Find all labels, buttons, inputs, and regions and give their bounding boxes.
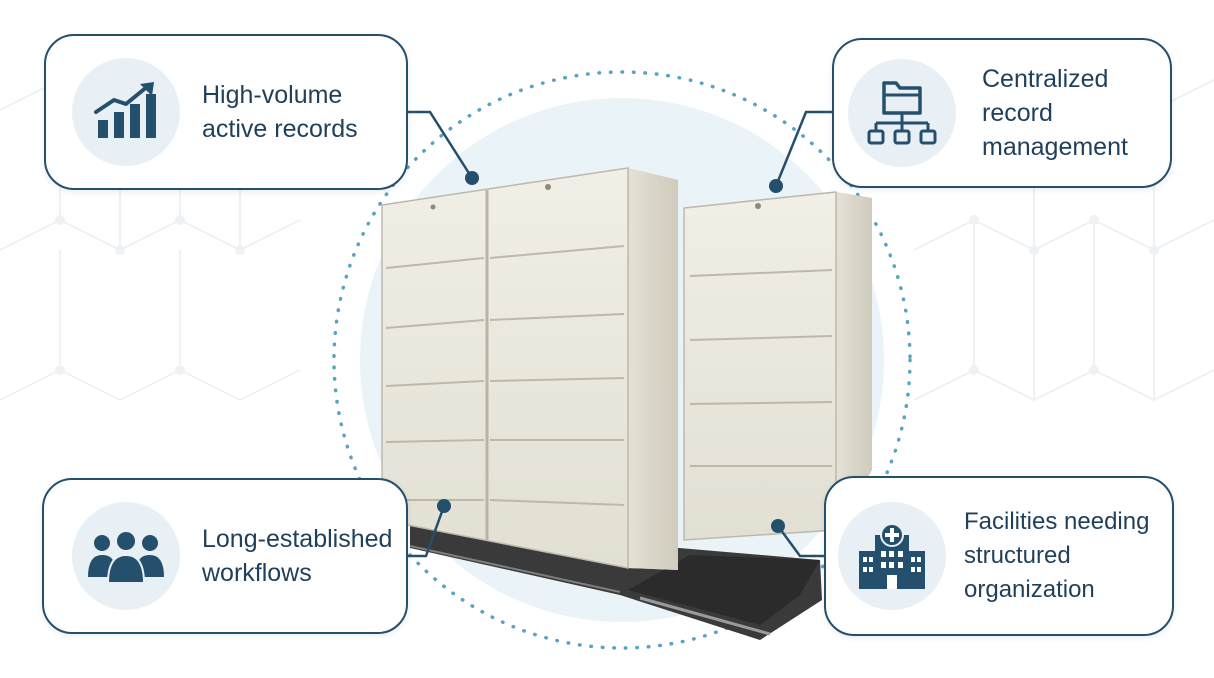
filing-cabinet-right	[683, 191, 872, 541]
dotted-ring	[332, 70, 912, 650]
hexagon-nodes	[55, 215, 1159, 375]
team-people-icon	[88, 530, 164, 584]
callout-facilities-structured-organization: Facilities needing structured organizati…	[824, 476, 1174, 636]
icon-badge	[72, 502, 180, 610]
callout-label: Facilities needing structured organizati…	[964, 508, 1150, 603]
connector-lines	[408, 110, 832, 558]
filing-cabinet-left	[381, 167, 678, 570]
callout-label: Centralized record management	[982, 65, 1128, 161]
icon-badge	[848, 59, 956, 167]
folder-hierarchy-icon	[867, 81, 937, 145]
callout-high-volume-active-records: High-volume active records	[44, 34, 408, 190]
callout-long-established-workflows: Long-established workflows	[42, 478, 408, 634]
growth-chart-icon	[94, 82, 156, 138]
connector-dots	[437, 171, 785, 533]
mobile-base-rails	[409, 525, 822, 640]
callout-centralized-record-management: Centralized record management	[832, 38, 1172, 188]
icon-badge	[72, 58, 180, 166]
callout-label: High-volume active records	[202, 81, 358, 143]
icon-badge	[838, 502, 946, 610]
hospital-building-icon	[859, 523, 925, 589]
callout-label: Long-established workflows	[202, 525, 393, 587]
